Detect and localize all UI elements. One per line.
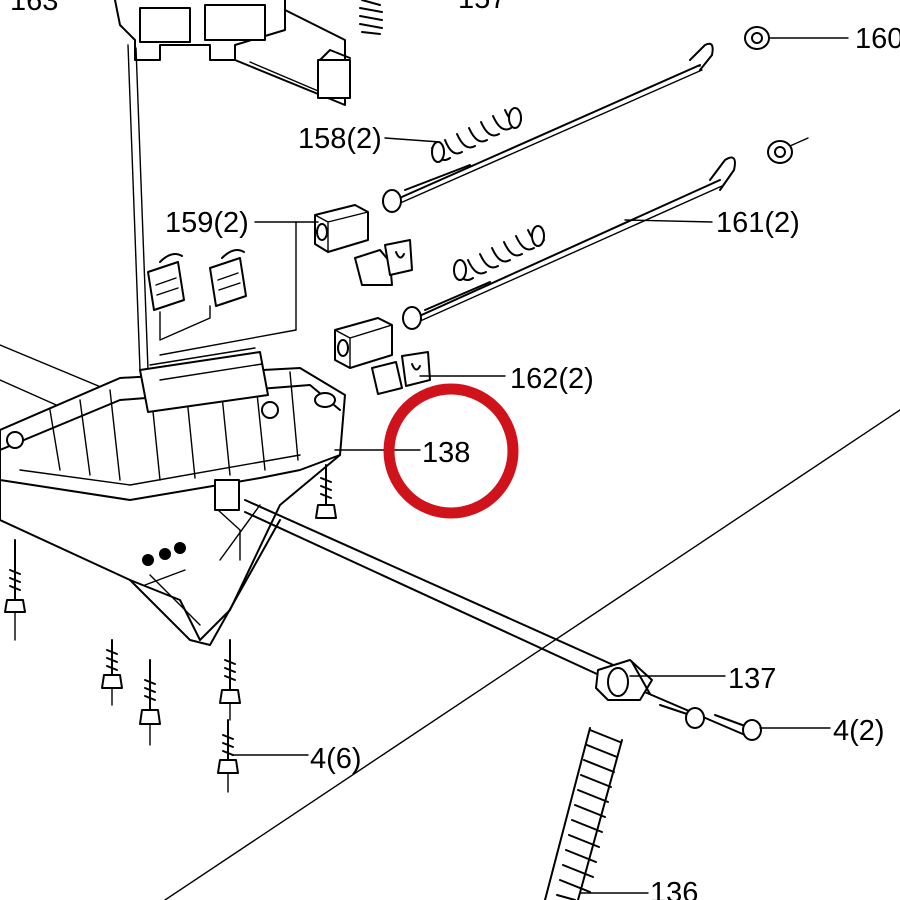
leader-lines [159,37,849,894]
top-spring [359,0,383,35]
shaft [244,499,746,736]
callout-4-6: 4(6) [310,743,362,775]
callout-138: 138 [422,437,470,469]
highlight-circle [383,383,519,519]
small-brackets [147,249,247,341]
spring-136 [544,727,623,900]
callout-158: 158(2) [298,123,382,155]
callout-157: 157 [458,0,506,15]
bracket-159-lower [334,317,393,369]
callout-159: 159(2) [165,207,249,239]
screws-4-6 [4,464,337,793]
callout-137: 137 [728,663,776,695]
callout-163: 163 [10,0,58,17]
bracket-159-upper [314,204,369,253]
coupler-137 [595,659,653,701]
callout-136: 136 [650,877,698,900]
clip-162-lower [371,351,431,395]
callout-160: 160 [855,23,900,55]
upper-assembly-163 [114,0,351,371]
callout-162: 162(2) [510,363,594,395]
screws-4-2 [659,704,762,741]
callout-161: 161(2) [716,207,800,239]
callout-labels: 163 157 160 158(2) 159(2) 161(2) 162(2) … [10,0,900,900]
housing-138 [0,347,346,646]
callout-4-2: 4(2) [833,715,885,747]
clip-162-upper [354,239,413,286]
cable-lower [402,137,809,330]
